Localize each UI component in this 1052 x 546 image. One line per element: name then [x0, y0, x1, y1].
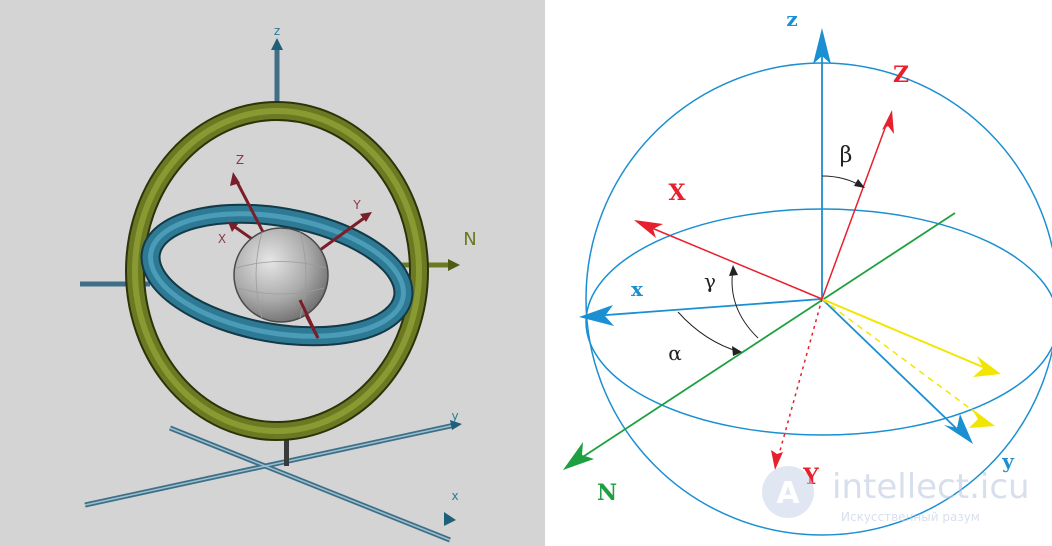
left-body-x-label: X: [218, 232, 226, 246]
gamma-label: γ: [704, 269, 716, 293]
left-body-z-label: Z: [236, 153, 244, 167]
n-axis-arrowhead: [448, 259, 460, 271]
base-y-arrowhead: [450, 420, 462, 430]
watermark-subtitle: Искусственный разум: [841, 510, 980, 524]
right-body-z-label: Z: [893, 62, 909, 88]
fixed-axes: [579, 28, 973, 444]
angle-arcs: [677, 175, 865, 356]
gimbal-model-svg: z Z X Y N y x: [0, 0, 545, 546]
alpha-label: α: [668, 341, 682, 365]
node-line-shaft: [574, 212, 956, 463]
z-axis-arrowhead: [271, 38, 283, 50]
gimbal-model-panel: z Z X Y N y x: [0, 0, 545, 546]
base-x-arrowhead: [444, 512, 456, 526]
watermark-logo: [762, 466, 814, 518]
right-y-axis-label: y: [1001, 449, 1015, 473]
watermark: A intellect.icu Искусственный разум: [762, 466, 1030, 524]
left-x-axis-label: x: [451, 489, 458, 503]
body-z-axis: [821, 119, 889, 300]
right-x-axis-label: x: [631, 277, 644, 301]
watermark-title: intellect.icu: [832, 467, 1030, 507]
right-z-axis-label: z: [786, 7, 797, 31]
base-axes: [84, 420, 462, 543]
gyroscope-sphere: [233, 227, 329, 323]
right-body-x-label: X: [668, 180, 686, 206]
node-line: [563, 212, 956, 470]
left-body-y-label: Y: [352, 198, 361, 212]
body-axis-y: [319, 214, 368, 252]
stand-post: [284, 430, 289, 466]
projection-lines: [821, 298, 1001, 428]
outer-ring: [125, 101, 429, 441]
left-z-axis-label: z: [274, 24, 280, 38]
gamma-arc: [731, 268, 759, 339]
body-axes-red: [634, 110, 894, 470]
z-axis-group: [271, 38, 283, 110]
beta-label: β: [840, 143, 853, 168]
left-n-label: N: [463, 229, 476, 250]
fixed-x-axis: [592, 298, 823, 317]
left-y-axis-label: y: [451, 409, 458, 423]
euler-angles-diagram-panel: z Z β X γ x α N Y y A intellect.icu Иску…: [545, 0, 1052, 546]
watermark-logo-letter: A: [776, 476, 800, 511]
euler-angles-svg: z Z β X γ x α N Y y A intellect.icu Иску…: [545, 0, 1052, 546]
right-n-label: N: [597, 480, 617, 506]
inner-ring: [140, 203, 414, 347]
projection-solid: [821, 298, 991, 371]
fixed-y-axis: [821, 298, 961, 433]
projection-dashed: [821, 298, 984, 419]
body-x-axis: [646, 225, 823, 300]
